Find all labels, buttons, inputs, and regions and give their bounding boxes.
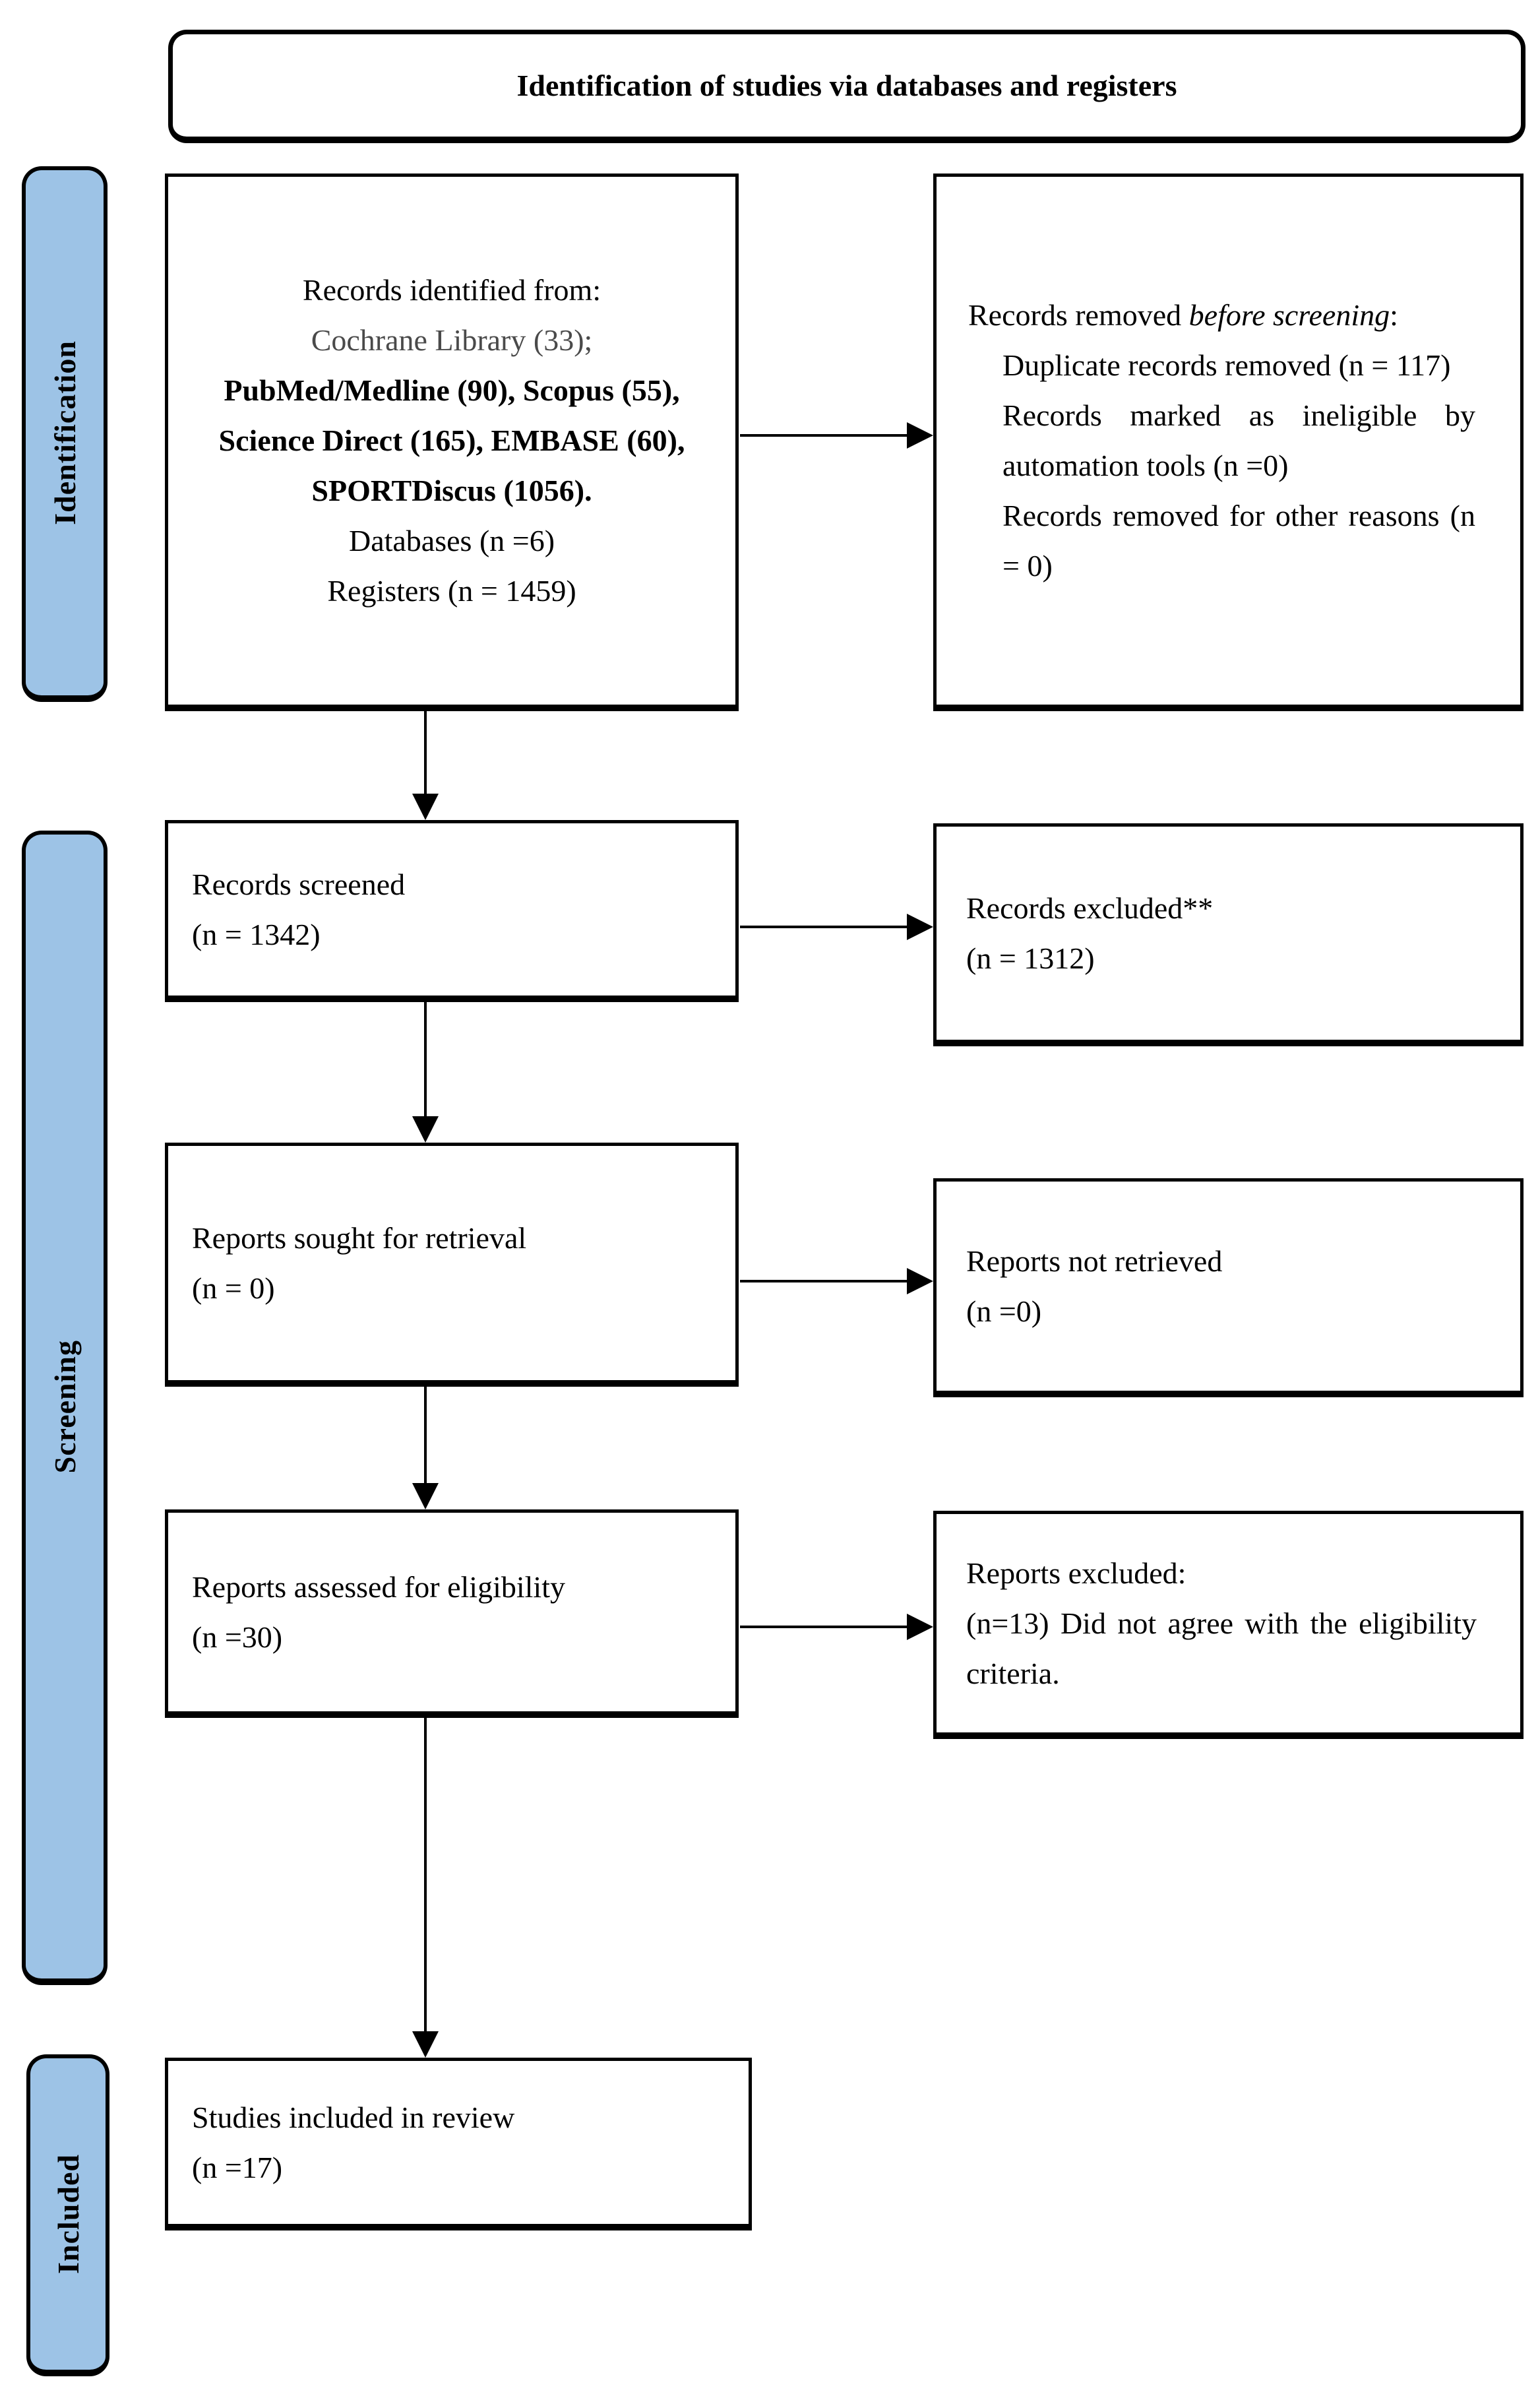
diagram-title-box: Identification of studies via databases … — [168, 30, 1525, 143]
arrow-screened-to-excluded-head — [907, 914, 933, 940]
box-records-screened: Records screened (n = 1342) — [165, 820, 739, 1002]
arrow-sought-to-notretrieved-line — [740, 1280, 907, 1282]
box-studies-included: Studies included in review (n =17) — [165, 2058, 752, 2230]
arrow-identified-to-removed-line — [740, 434, 907, 437]
records-identified-line: Registers (n = 1459) — [327, 574, 576, 608]
records-excluded-label: Records excluded** — [966, 891, 1214, 925]
box-reports-not-retrieved: Reports not retrieved (n =0) — [933, 1178, 1524, 1397]
box-reports-sought: Reports sought for retrieval (n = 0) — [165, 1143, 739, 1387]
arrow-sought-to-assessed-line — [424, 1384, 427, 1486]
records-removed-item: Records marked as ineligible by automati… — [1002, 398, 1475, 482]
records-removed-heading: Records removed before screening: — [937, 290, 1520, 340]
records-identified-line: Databases (n =6) — [348, 524, 555, 557]
records-removed-heading-italic: before screening — [1188, 298, 1390, 332]
arrow-assessed-to-reportsexcluded-head — [907, 1614, 933, 1640]
records-removed-heading-suffix: : — [1390, 298, 1398, 332]
records-excluded-count: (n = 1312) — [966, 941, 1095, 975]
box-records-identified: Records identified from: Cochrane Librar… — [165, 174, 739, 711]
reports-sought-count: (n = 0) — [192, 1271, 275, 1305]
reports-not-retrieved-count: (n =0) — [966, 1294, 1042, 1328]
reports-excluded-label: Reports excluded: — [966, 1556, 1186, 1590]
sidebar-screening-label: Screening — [47, 1339, 82, 1474]
records-identified-line: Science Direct (165), EMBASE (60), — [218, 424, 685, 457]
records-identified-line: PubMed/Medline (90), Scopus (55), — [224, 373, 680, 407]
box-records-removed: Records removed before screening: Duplic… — [933, 174, 1524, 711]
records-identified-line: SPORTDiscus (1056). — [311, 474, 592, 507]
arrow-assessed-to-included-head — [412, 2031, 439, 2058]
box-reports-excluded: Reports excluded: (n=13) Did not agree w… — [933, 1511, 1524, 1739]
records-screened-label: Records screened — [192, 867, 406, 901]
reports-sought-label: Reports sought for retrieval — [192, 1220, 527, 1255]
sidebar-included: Included — [26, 2054, 109, 2376]
sidebar-screening: Screening — [22, 831, 108, 1985]
arrow-identified-to-removed-head — [907, 422, 933, 449]
arrow-assessed-to-reportsexcluded-line — [740, 1626, 907, 1628]
arrow-screened-to-sought-head — [412, 1116, 439, 1143]
reports-assessed-label: Reports assessed for eligibility — [192, 1569, 565, 1604]
arrow-identified-to-screened-line — [424, 711, 427, 797]
arrow-screened-to-excluded-line — [740, 926, 907, 928]
reports-excluded-reason: (n=13) Did not agree with the eligibilit… — [966, 1606, 1477, 1690]
sidebar-identification: Identification — [22, 166, 108, 702]
arrow-sought-to-assessed-head — [412, 1483, 439, 1509]
arrow-screened-to-sought-line — [424, 999, 427, 1120]
records-screened-count: (n = 1342) — [192, 917, 321, 951]
box-reports-assessed: Reports assessed for eligibility (n =30) — [165, 1509, 739, 1718]
records-removed-heading-prefix: Records removed — [968, 298, 1189, 332]
diagram-title: Identification of studies via databases … — [516, 69, 1177, 102]
box-records-excluded: Records excluded** (n = 1312) — [933, 823, 1524, 1046]
sidebar-included-label: Included — [51, 2154, 85, 2274]
studies-included-count: (n =17) — [192, 2150, 283, 2184]
records-removed-item: Duplicate records removed (n = 117) — [1002, 348, 1451, 382]
studies-included-label: Studies included in review — [192, 2100, 515, 2134]
reports-not-retrieved-label: Reports not retrieved — [966, 1244, 1223, 1278]
sidebar-identification-label: Identification — [47, 340, 82, 525]
records-identified-line: Records identified from: — [302, 273, 601, 307]
reports-assessed-count: (n =30) — [192, 1620, 283, 1654]
arrow-identified-to-screened-head — [412, 794, 439, 820]
arrow-assessed-to-included-line — [424, 1715, 427, 2035]
arrow-sought-to-notretrieved-head — [907, 1268, 933, 1294]
records-identified-line: Cochrane Library (33); — [311, 323, 593, 357]
records-removed-item: Records removed for other reasons (n = 0… — [1002, 499, 1475, 583]
